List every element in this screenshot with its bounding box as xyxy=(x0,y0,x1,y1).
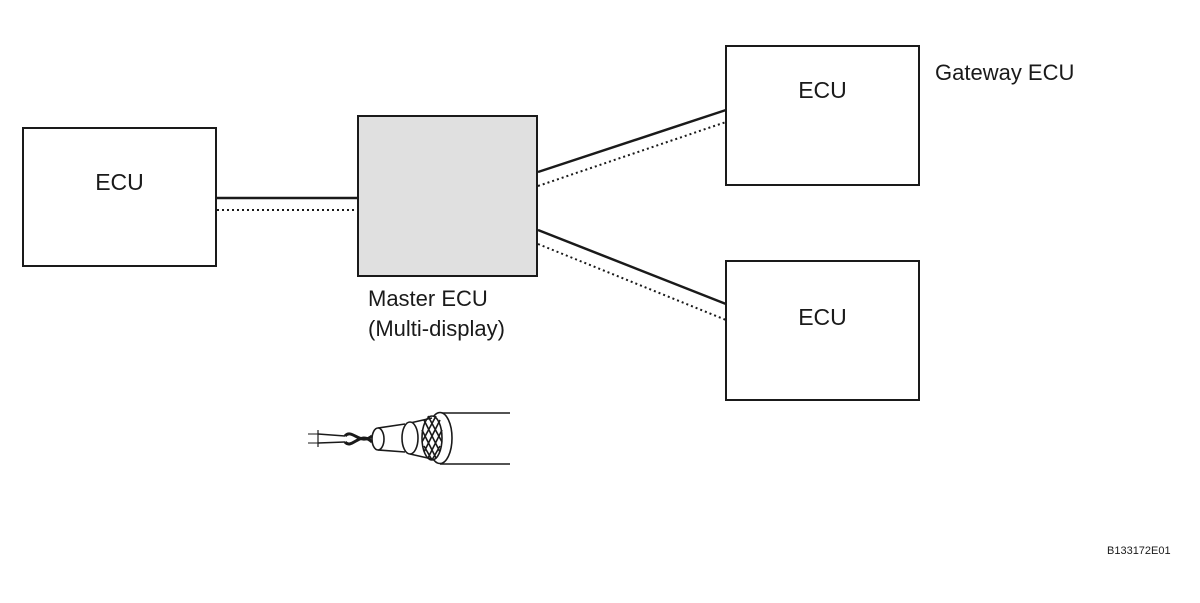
master-ecu-label: Master ECU xyxy=(368,286,488,311)
ecu-box-bottom: ECU xyxy=(725,260,920,401)
gateway-ecu-box-label: ECU xyxy=(798,77,847,103)
ecu-box-bottom-label: ECU xyxy=(798,304,847,330)
gateway-ecu-label: Gateway ECU xyxy=(935,60,1075,85)
bus-line-bottom-solid xyxy=(537,228,727,306)
ecu-box-left: ECU xyxy=(22,127,217,267)
twisted-pair-shielded-cable-icon xyxy=(308,411,510,465)
gateway-ecu-box: ECU xyxy=(725,45,920,186)
bus-line-top-dotted xyxy=(537,121,727,187)
bus-line-bottom-dotted xyxy=(537,243,727,321)
master-ecu-box xyxy=(357,115,538,277)
master-ecu-sublabel: (Multi-display) xyxy=(368,316,505,341)
ecu-box-left-label: ECU xyxy=(95,169,144,195)
bus-line-top-solid xyxy=(537,108,727,174)
figure-code: B133172E01 xyxy=(1107,545,1171,557)
